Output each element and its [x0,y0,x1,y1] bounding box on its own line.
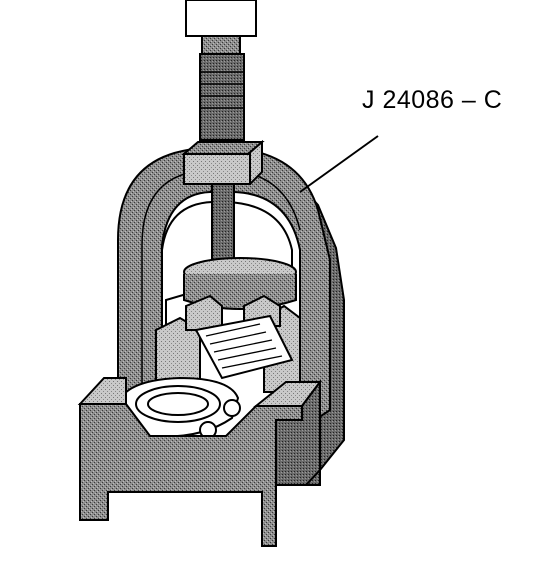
base-block [77,377,322,547]
v-block-fixture [155,294,301,393]
press-ram [185,0,257,141]
top-block [181,139,265,185]
tool-number-callout: J 24086 – C [362,86,503,114]
connecting-rod-cap [108,376,241,439]
callout-leader [299,135,379,193]
